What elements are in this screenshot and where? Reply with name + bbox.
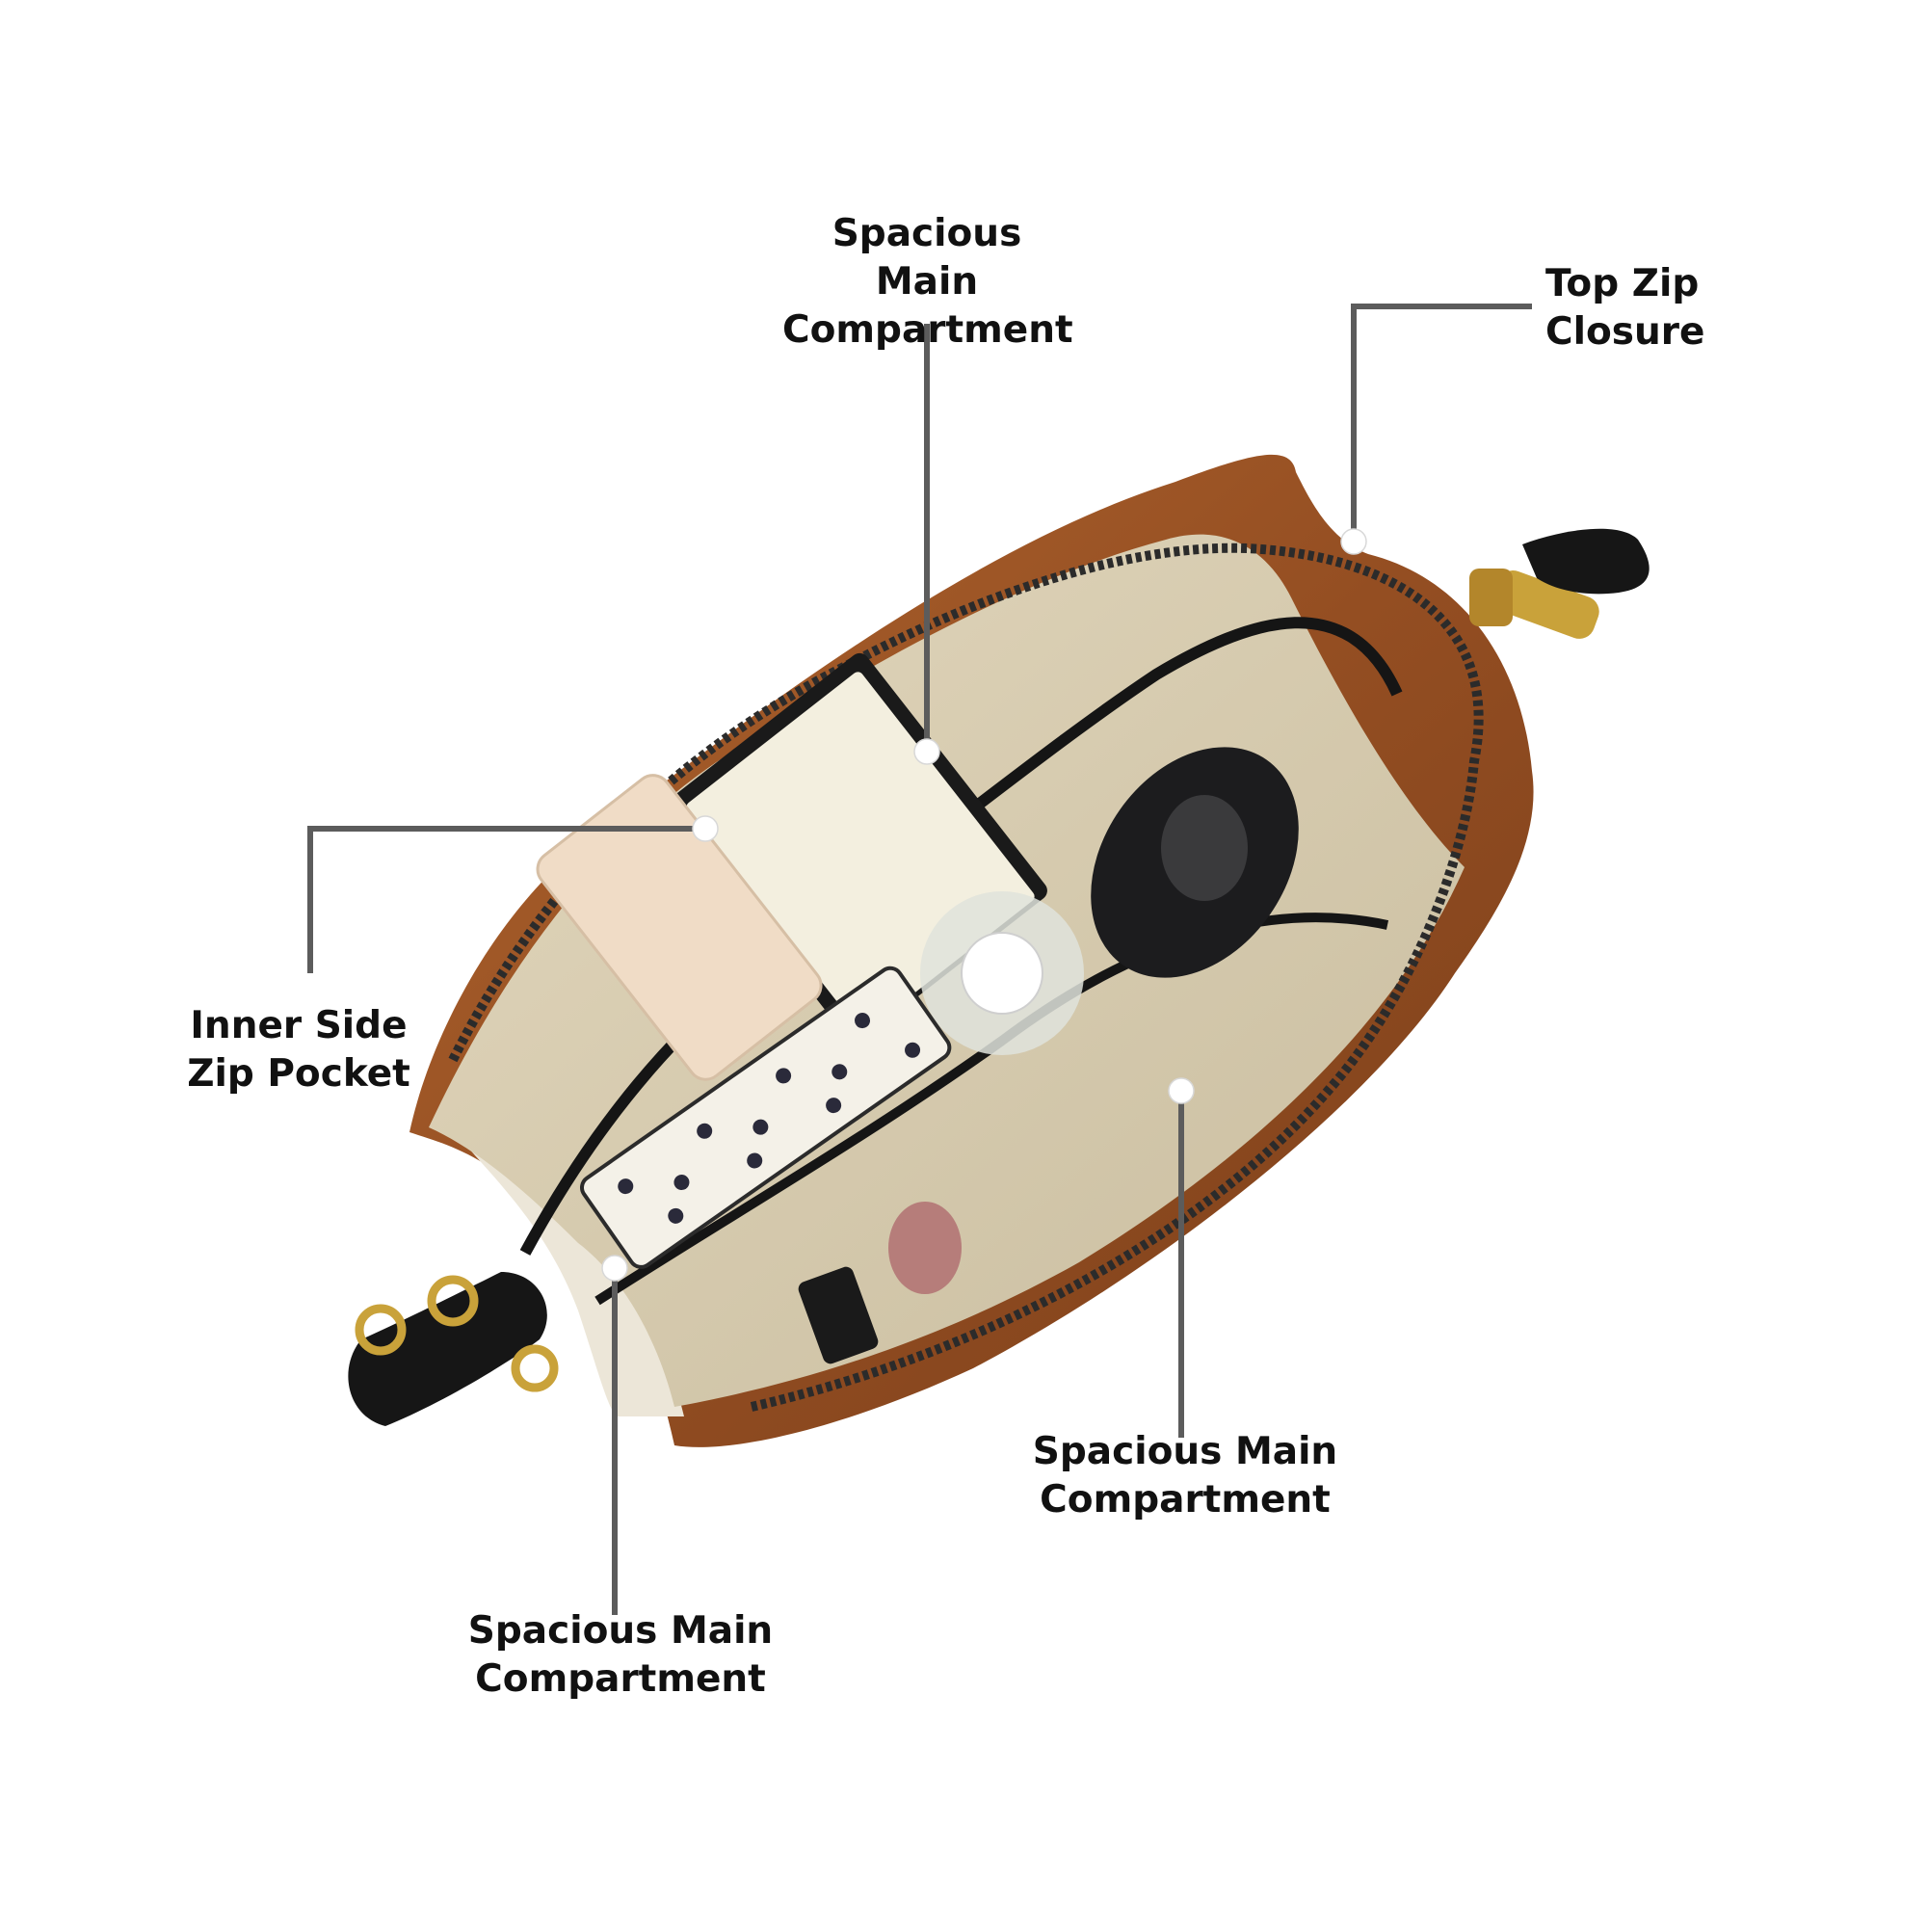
- black-perfume-bottle: [1091, 747, 1299, 978]
- callout-label-inner-side-zip-pocket: Inner Side Zip Pocket: [187, 1004, 410, 1096]
- callout-line-top-zip: [1351, 304, 1532, 542]
- lipstick: [798, 1202, 962, 1364]
- clear-perfume-bottle: [920, 891, 1084, 1055]
- strap-end-right: [1522, 528, 1650, 595]
- strap-end-left: [348, 1272, 559, 1426]
- star-pattern-pouch: [580, 966, 952, 1269]
- cream-side-panel: [467, 1147, 684, 1416]
- callout-dot-top: [913, 738, 940, 765]
- callout-dot-top-zip: [1340, 528, 1367, 555]
- callout-label-right-compartment: Spacious Main Compartment: [1032, 1430, 1338, 1522]
- callout-label-top-zip: Top Zip Closure: [1545, 262, 1705, 354]
- zipper-pull: [1469, 569, 1599, 639]
- callout-label-top: Spacious Main Compartment: [782, 212, 1073, 352]
- top-zipper-track: [448, 543, 1484, 1412]
- callout-dot-right-compartment: [1168, 1077, 1195, 1104]
- callout-line-inner-side-zip-pocket: [307, 826, 705, 973]
- callout-dot-bottom-compartment: [601, 1255, 628, 1282]
- smartphone: [536, 774, 823, 1081]
- callout-label-bottom-compartment: Spacious Main Compartment: [467, 1609, 774, 1701]
- callout-dot-inner-side-zip-pocket: [692, 815, 719, 842]
